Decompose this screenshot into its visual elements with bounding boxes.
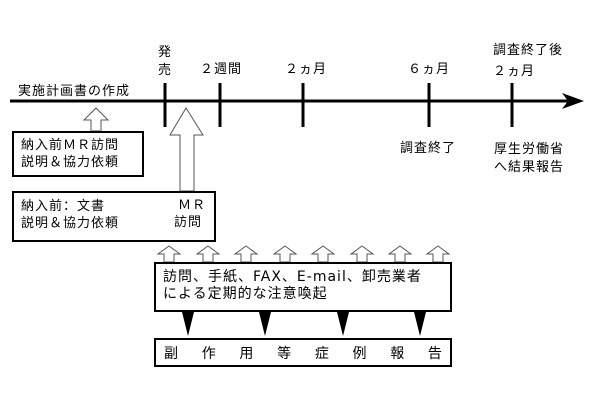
reminder-line-2: による定期的な注意喚起	[163, 286, 328, 302]
tick-label-2-weeks: ２週間	[200, 62, 243, 77]
pre-visit-box: 納入前ＭＲ訪問 説明＆協力依頼	[12, 131, 144, 177]
combined-up-arrow	[169, 107, 204, 192]
reminder-box: 訪問、手紙、FAX、E-mail、卸売業者 による定期的な注意喚起	[154, 262, 452, 312]
reminder-up-arrows	[156, 245, 451, 263]
survey-end-label: 調査終了	[400, 141, 457, 156]
combined-left-line-2: 説明＆協力依頼	[21, 216, 120, 231]
pre-visit-up-arrow	[82, 107, 110, 132]
tick-label-survey-end-line-1: 調査終了後	[493, 43, 564, 58]
adverse-event-report-box: 副 作 用 等 症 例 報 告	[154, 338, 452, 367]
pre-visit-line-2: 説明＆協力依頼	[21, 155, 120, 170]
report-down-arrow	[414, 312, 426, 336]
report-char: 用	[239, 345, 254, 362]
reminder-up-arrow	[310, 245, 336, 263]
reminder-line-1: 訪問、手紙、FAX、E-mail、卸売業者	[163, 269, 422, 285]
tick-label-launch-line-1: 発	[158, 45, 173, 60]
report-char: 例	[352, 345, 367, 362]
tick-label-survey-end-line-2: ２ヵ月	[493, 64, 536, 79]
report-char: 副	[164, 345, 178, 362]
combined-right-text: ＭＲ 訪問	[174, 197, 206, 231]
report-down-arrow	[337, 312, 349, 336]
tick-label-launch: 発 売	[158, 44, 172, 80]
timeline-arrowhead	[562, 93, 584, 109]
combined-left-line-1: 納入前：文書	[21, 199, 106, 214]
reminder-up-arrow	[387, 245, 413, 263]
combined-box: 納入前：文書 説明＆協力依頼	[12, 191, 216, 242]
reminder-up-arrow	[349, 245, 375, 263]
timeline-start-label: 実施計画書の作成	[18, 84, 131, 99]
tick-label-survey-end-plus-2-months: 調査終了後 ２ヵ月	[493, 40, 563, 82]
mhlw-report-label: 厚生労働省 へ結果報告	[494, 141, 564, 177]
report-char: 作	[201, 345, 216, 362]
reminder-up-arrow	[195, 245, 221, 263]
report-down-arrow	[259, 312, 271, 336]
report-char: 等	[277, 345, 292, 362]
report-down-arrow	[182, 312, 194, 336]
report-down-arrows	[182, 312, 426, 336]
pre-visit-line-1: 納入前ＭＲ訪問	[21, 138, 120, 153]
reminder-up-arrow	[233, 245, 259, 263]
report-char: 症	[314, 345, 329, 362]
combined-right-line-1: ＭＲ	[178, 198, 207, 213]
tick-label-6-months: ６ヵ月	[408, 62, 451, 77]
tick-label-2-months: ２ヵ月	[285, 62, 328, 77]
report-char: 報	[390, 345, 405, 362]
tick-label-launch-line-2: 売	[158, 63, 173, 78]
reminder-up-arrow	[425, 245, 451, 263]
mhlw-report-line-1: 厚生労働省	[494, 142, 565, 157]
mhlw-report-line-2: へ結果報告	[494, 160, 565, 175]
reminder-up-arrow	[156, 245, 182, 263]
report-char: 告	[427, 345, 442, 362]
combined-right-line-2: 訪問	[174, 215, 203, 230]
reminder-up-arrow	[272, 245, 298, 263]
